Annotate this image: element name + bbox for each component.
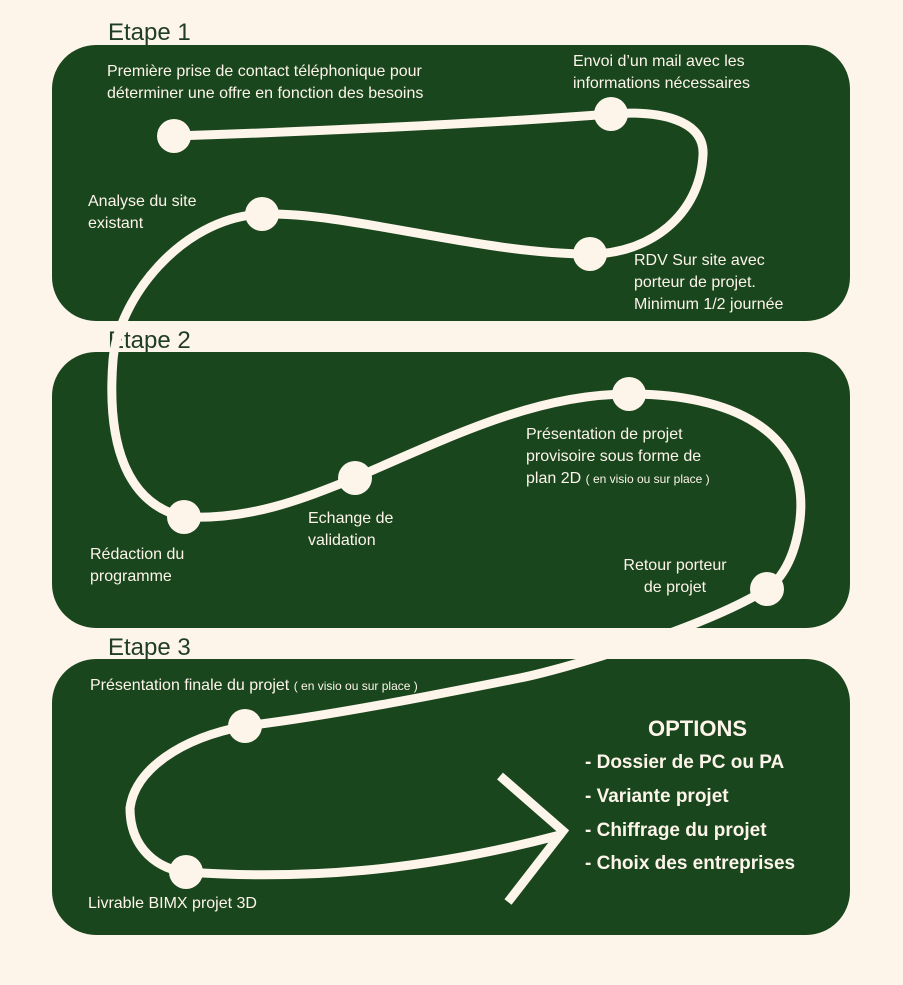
options-title: OPTIONS	[648, 716, 748, 741]
option-item: - Choix des entreprises	[585, 853, 796, 874]
label-presentation-provisoire: Présentation de projet provisoire sous f…	[526, 426, 710, 487]
node-analyse-site	[245, 197, 279, 231]
node-envoi-mail	[594, 97, 628, 131]
node-rdv-site	[573, 237, 607, 271]
arrow-head	[497, 772, 570, 905]
label-rdv-site: RDV Sur site avec porteur de projet. Min…	[634, 252, 784, 313]
label-redaction: Rédaction du programme	[90, 546, 185, 585]
node-livrable	[169, 855, 203, 889]
node-echange	[338, 461, 372, 495]
node-presentation-provisoire	[612, 377, 646, 411]
label-echange: Echange de validation	[308, 510, 394, 549]
option-item: - Variante projet	[585, 786, 729, 807]
node-premiere-contact	[157, 119, 191, 153]
option-item: - Dossier de PC ou PA	[585, 752, 785, 773]
label-analyse-site: Analyse du site existant	[88, 193, 197, 232]
node-presentation-finale	[228, 709, 262, 743]
step-3-panel	[52, 659, 850, 935]
option-item: - Chiffrage du projet	[585, 820, 767, 841]
step-2-panel	[52, 352, 850, 628]
label-retour: Retour porteur de projet	[623, 557, 727, 596]
label-premiere-contact: Première prise de contact téléphonique p…	[107, 63, 424, 102]
label-presentation-finale: Présentation finale du projet ( en visio…	[90, 677, 418, 694]
node-retour	[750, 572, 784, 606]
process-route-line	[107, 108, 806, 880]
node-redaction	[167, 500, 201, 534]
label-envoi-mail: Envoi d’un mail avec les informations né…	[573, 53, 750, 92]
step-1-panel	[52, 45, 850, 321]
step-1-title: Etape 1	[108, 19, 191, 46]
label-livrable: Livrable BIMX projet 3D	[88, 895, 257, 912]
step-3-title: Etape 3	[108, 634, 191, 661]
